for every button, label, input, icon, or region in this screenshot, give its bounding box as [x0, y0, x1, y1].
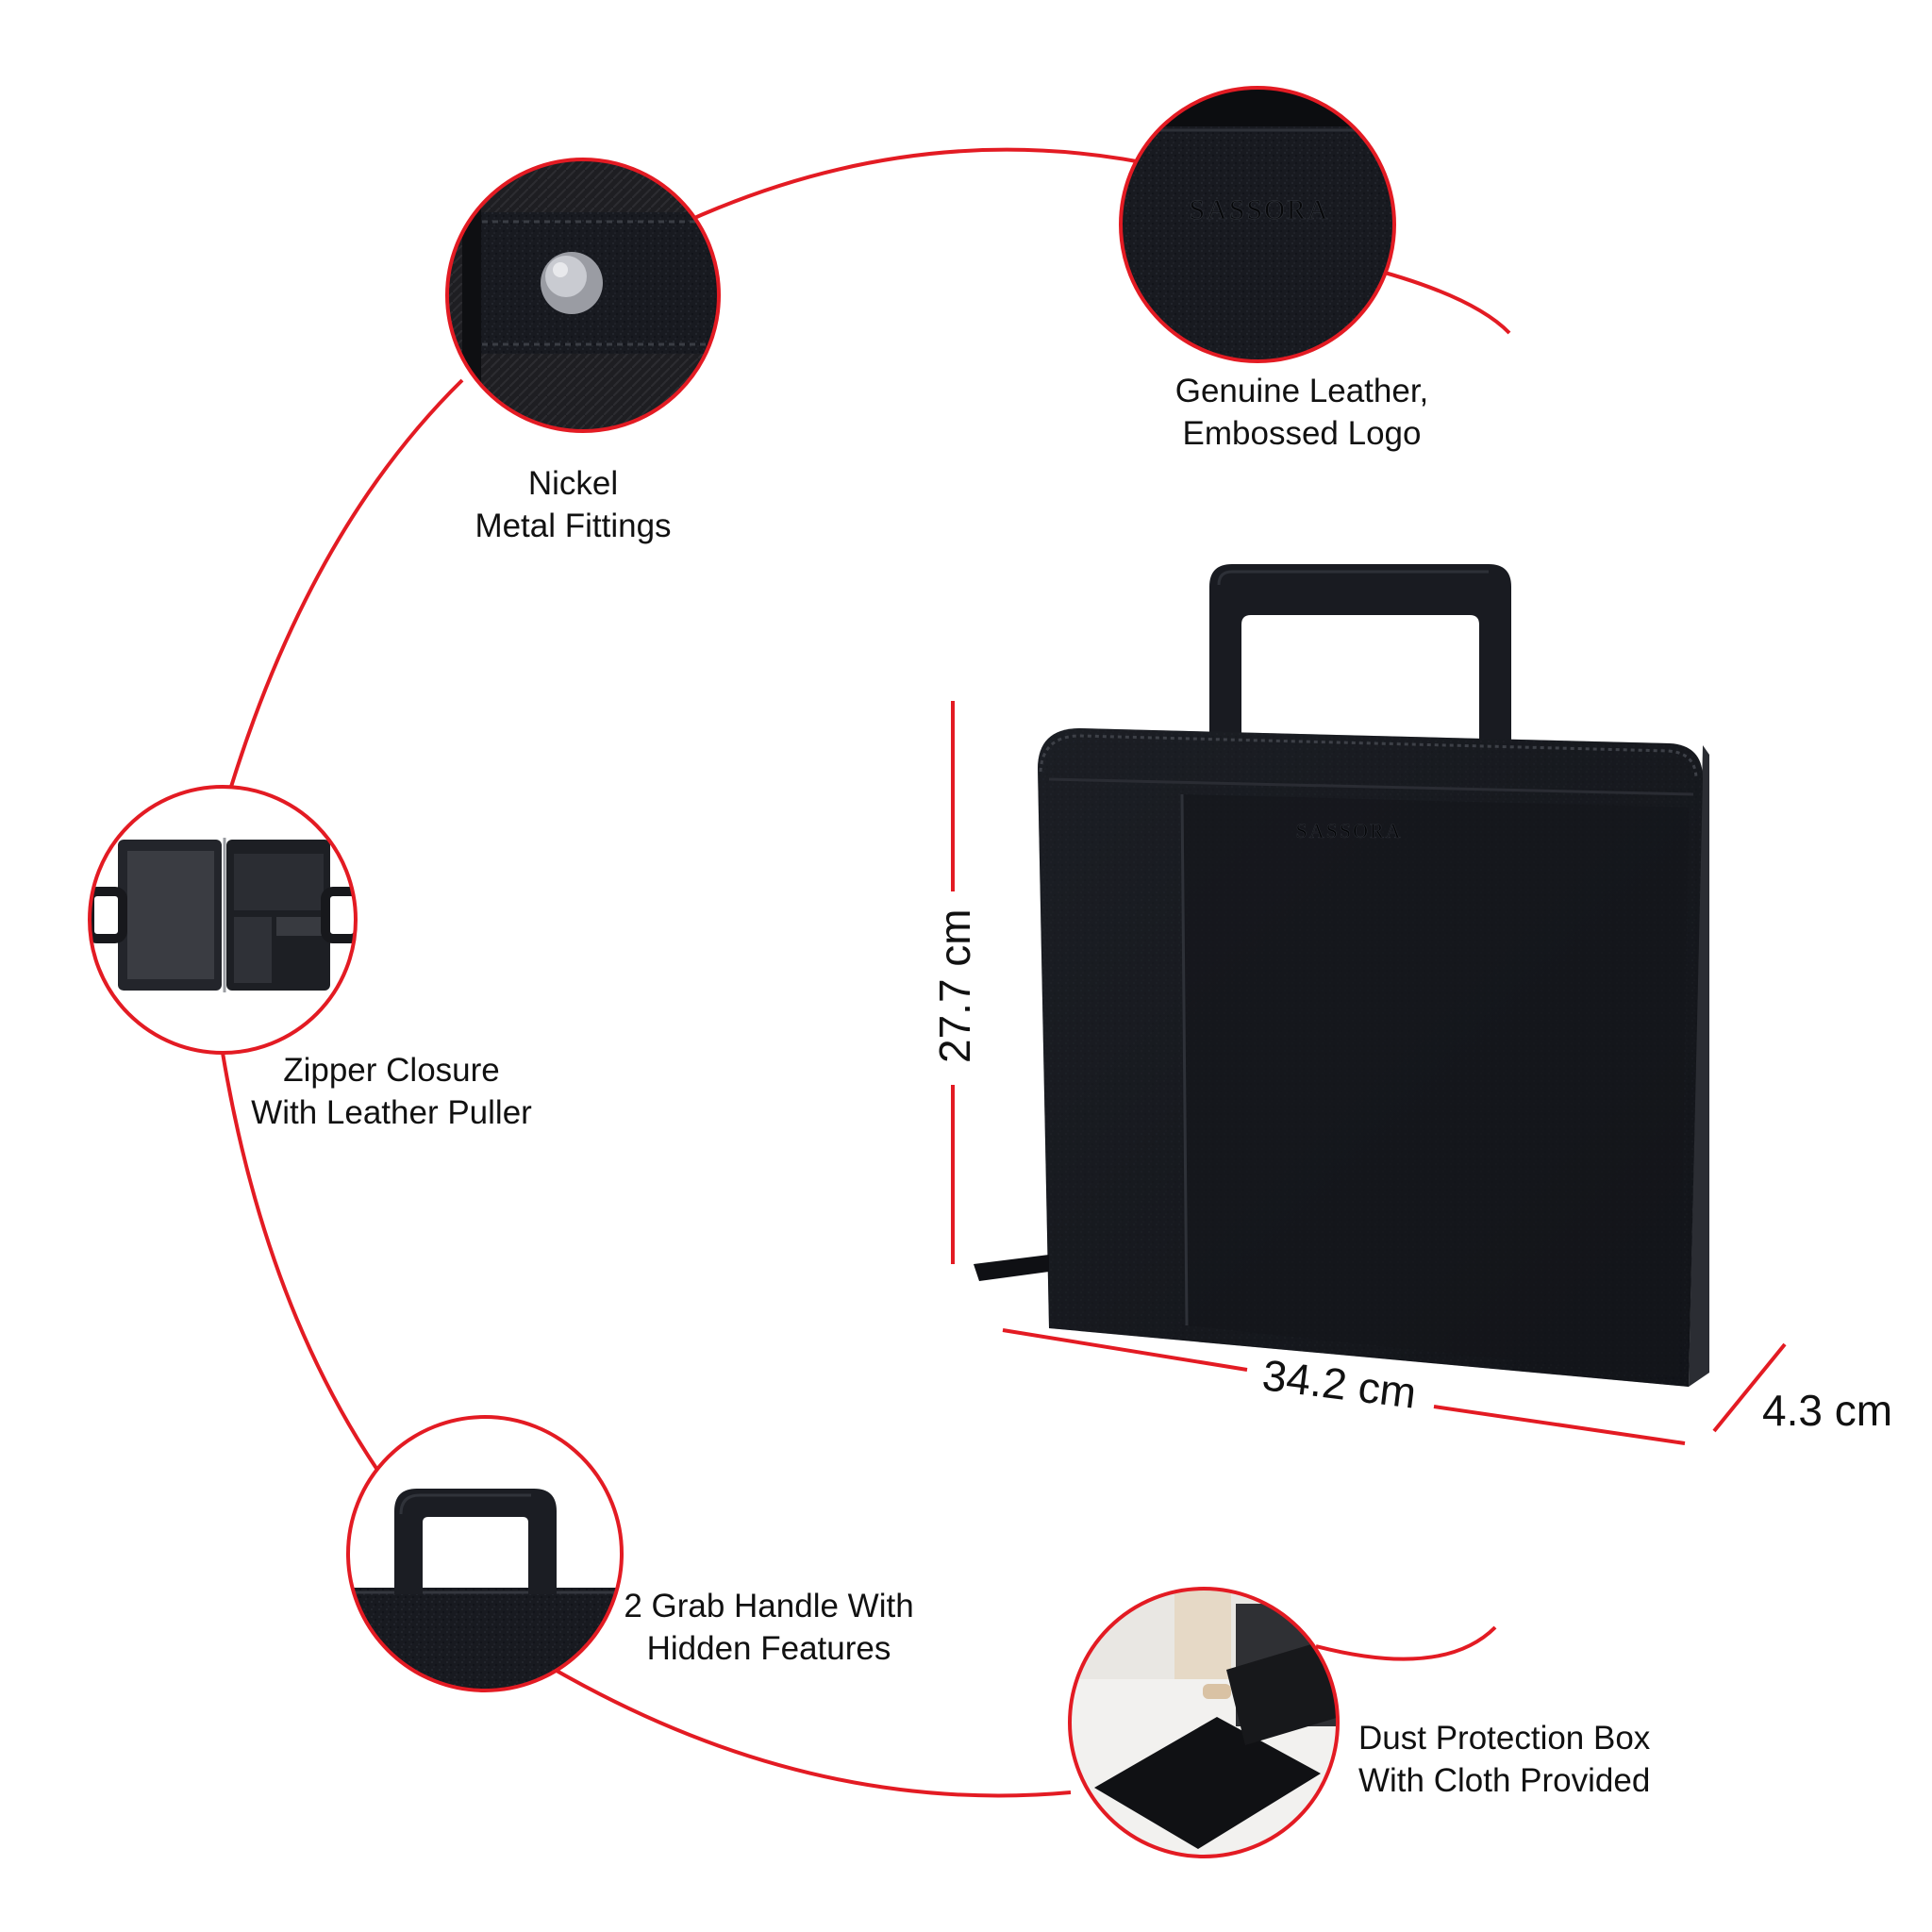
bag-handle — [1209, 564, 1511, 741]
ring-zipper — [88, 785, 358, 1055]
connector-arcs — [221, 147, 1511, 1798]
detail-circle-nickel — [447, 159, 719, 431]
arc-nickel-to-leather — [683, 147, 1171, 225]
arc-nickel-to-zipper — [229, 378, 464, 788]
callout-leather-line1: Genuine Leather, — [1174, 373, 1429, 409]
callout-nickel-line1: Nickel — [527, 465, 619, 502]
arc-zipper-to-handle — [221, 1052, 379, 1472]
callout-zipper-line2: With Leather Puller — [251, 1094, 532, 1131]
dimension-lines — [951, 701, 1787, 1445]
ring-nickel — [445, 158, 721, 433]
arc-dustbox-tail — [1315, 1625, 1497, 1661]
callout-dustbox: Dust Protection Box With Cloth Provided — [1358, 1717, 1707, 1802]
callout-dustbox-line2: With Cloth Provided — [1358, 1762, 1651, 1799]
bag-front-panel — [1182, 794, 1689, 1377]
callout-nickel-line2: Metal Fittings — [475, 508, 672, 544]
ring-leather — [1119, 86, 1396, 363]
dimension-depth-label: 4.3 cm — [1762, 1386, 1893, 1435]
callout-leather-line2: Embossed Logo — [1182, 415, 1422, 452]
zipper-puller — [974, 1255, 1049, 1281]
width-line-left — [1002, 1328, 1248, 1372]
arc-handle-to-dustbox — [556, 1669, 1072, 1798]
callout-handle: 2 Grab Handle With Hidden Features — [604, 1585, 934, 1670]
callout-zipper: Zipper Closure With Leather Puller — [226, 1049, 557, 1134]
bag-logo-text: SASSORA — [1295, 819, 1402, 842]
callout-zipper-line1: Zipper Closure — [283, 1052, 500, 1089]
depth-line — [1712, 1342, 1787, 1433]
main-bag: SASSORA — [974, 564, 1709, 1387]
detail-circle-zipper — [90, 787, 356, 1053]
width-line-right — [1433, 1405, 1686, 1445]
callout-handle-line1: 2 Grab Handle With — [624, 1588, 914, 1624]
ring-handle — [346, 1415, 624, 1692]
detail-circle-dustbox — [1070, 1589, 1338, 1857]
callout-handle-line2: Hidden Features — [646, 1630, 891, 1667]
callout-leather: Genuine Leather, Embossed Logo — [1127, 370, 1476, 455]
ring-dustbox — [1068, 1587, 1340, 1858]
embossed-logo-text: SASSORA — [1189, 194, 1329, 225]
dimension-height-label: 27.7 cm — [930, 908, 979, 1063]
callout-nickel: Nickel Metal Fittings — [443, 462, 703, 547]
callout-dustbox-line1: Dust Protection Box — [1358, 1720, 1651, 1757]
